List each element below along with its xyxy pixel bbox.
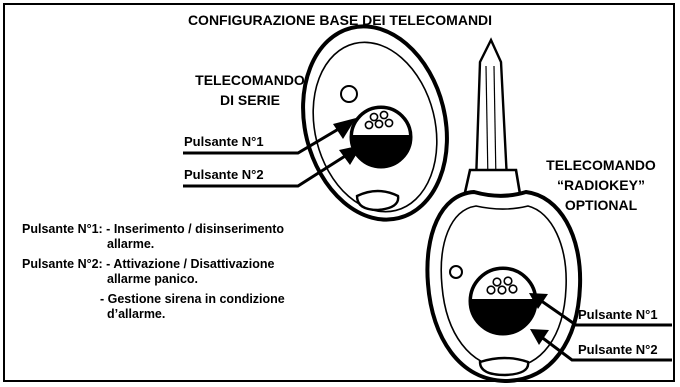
description-b2-line4: d’allarme. xyxy=(107,307,166,321)
stock-leader-lines xyxy=(183,118,362,188)
description-b2-line1: Pulsante N°2: - Attivazione / Disattivaz… xyxy=(22,257,275,271)
radiokey-leader-lines xyxy=(529,293,672,362)
description-b1-line2: allarme. xyxy=(107,237,155,251)
description-b1-line1: Pulsante N°1: - Inserimento / disinserim… xyxy=(22,222,284,236)
stock-heading-line2: DI SERIE xyxy=(220,92,280,108)
diagram-frame xyxy=(3,3,675,382)
radiokey-heading-line1: TELECOMANDO xyxy=(546,157,656,173)
radiokey-heading-line3: OPTIONAL xyxy=(564,197,638,213)
description-b2-line2: allarme panico. xyxy=(107,272,199,286)
radiokey-remote-heading: TELECOMANDO “RADIOKEY” OPTIONAL xyxy=(526,155,676,215)
radiokey-heading-line2: “RADIOKEY” xyxy=(557,177,645,193)
description-b2-line3: - Gestione sirena in condizione xyxy=(100,292,285,306)
radiokey-button2-label: Pulsante N°2 xyxy=(578,342,658,357)
stock-remote xyxy=(301,24,449,222)
stock-button2-label: Pulsante N°2 xyxy=(184,167,264,182)
stock-heading-line1: TELECOMANDO xyxy=(195,72,305,88)
stock-button1-label: Pulsante N°1 xyxy=(184,134,264,149)
radiokey-button1-label: Pulsante N°1 xyxy=(578,307,658,322)
stock-remote-heading: TELECOMANDO DI SERIE xyxy=(170,70,330,110)
diagram-title: CONFIGURAZIONE BASE DEI TELECOMANDI xyxy=(187,12,493,28)
